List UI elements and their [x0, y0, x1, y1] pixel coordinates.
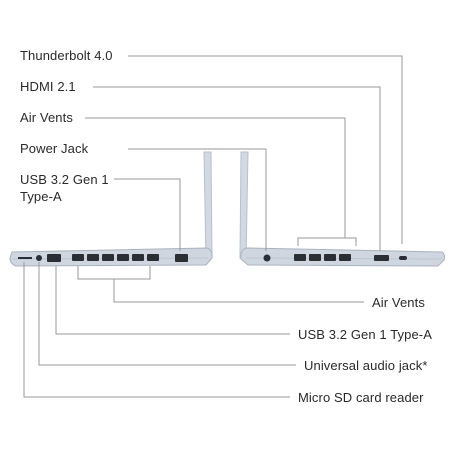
air-vents-bottom-bracket [77, 266, 151, 280]
label-usb-top-line1: USB 3.2 Gen 1 [20, 172, 109, 187]
right-laptop [239, 151, 446, 267]
label-air-vents-bottom: Air Vents [372, 295, 425, 310]
vent [147, 254, 159, 261]
left-laptop [9, 151, 213, 267]
vent [339, 254, 351, 261]
left-air-vents [72, 254, 159, 261]
vent [102, 254, 114, 261]
vent [309, 254, 321, 261]
label-air-vents-top: Air Vents [20, 110, 73, 125]
left-laptop-lid [203, 151, 213, 263]
micro-sd-leader [23, 262, 290, 398]
usb-top-leader [114, 178, 181, 251]
right-air-vents [294, 254, 351, 261]
label-usb-top-line2: Type-A [20, 189, 62, 204]
power-jack-port [263, 254, 271, 262]
vent [132, 254, 144, 261]
vent [117, 254, 129, 261]
hdmi-port [374, 255, 389, 261]
micro-sd-slot [18, 257, 32, 259]
audio-jack-leader [38, 262, 296, 366]
air-vents-top-bracket [297, 237, 357, 246]
label-usb-bottom: USB 3.2 Gen 1 Type-A [298, 327, 432, 342]
usb-a-port-left [47, 254, 61, 262]
right-laptop-lid [239, 151, 249, 263]
power-jack-leader [128, 148, 267, 251]
label-thunderbolt: Thunderbolt 4.0 [20, 48, 113, 63]
air-vents-top-leader [85, 117, 346, 238]
vent [324, 254, 336, 261]
vent [72, 254, 84, 261]
label-power-jack: Power Jack [20, 141, 89, 156]
usb-bottom-leader [55, 266, 290, 335]
thunderbolt-port [399, 256, 407, 260]
audio-jack-port [36, 255, 42, 261]
vent [87, 254, 99, 261]
hdmi-leader [93, 86, 381, 251]
usb-a-port-right [175, 254, 188, 262]
label-micro-sd: Micro SD card reader [298, 390, 424, 405]
top-leader-lines [85, 55, 403, 251]
bottom-leader-lines [23, 262, 364, 398]
label-audio-jack: Universal audio jack* [304, 358, 428, 373]
thunderbolt-leader [128, 55, 403, 244]
label-hdmi: HDMI 2.1 [20, 79, 76, 94]
vent [294, 254, 306, 261]
air-vents-bottom-leader [113, 279, 364, 303]
